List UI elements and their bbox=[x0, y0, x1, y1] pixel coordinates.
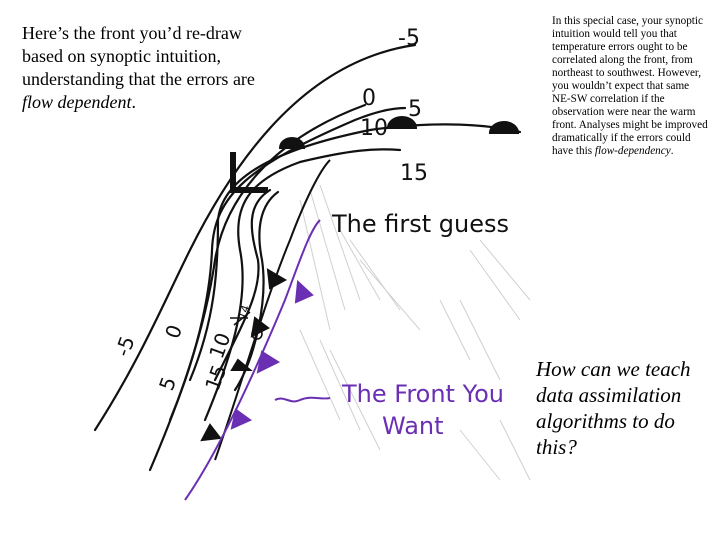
contour-10 bbox=[188, 123, 522, 382]
cold-front-triangle bbox=[230, 358, 253, 371]
contour-label: 10 bbox=[204, 330, 235, 362]
purple-triangle bbox=[230, 408, 253, 430]
contour-15b bbox=[213, 188, 272, 382]
front-you-want-label: The Front You bbox=[341, 380, 504, 408]
contour-label: 15 bbox=[200, 362, 231, 394]
purple-triangle bbox=[294, 279, 314, 304]
contour-minus5 bbox=[93, 43, 417, 432]
intro-text-main: Here’s the front you’d re-draw based on … bbox=[22, 23, 255, 89]
contour-label: 0 bbox=[362, 86, 376, 111]
contour-label: -5 bbox=[110, 333, 139, 360]
question-text: How can we teach data assimilation algor… bbox=[536, 357, 691, 459]
contour-label: -5 bbox=[398, 26, 420, 51]
contour-label: 5 bbox=[408, 97, 422, 122]
low-pressure-mark bbox=[230, 152, 268, 193]
explanation-text-emphasis: flow-dependency bbox=[594, 145, 671, 157]
first-guess-front-line bbox=[214, 159, 331, 461]
warm-front-semicircle bbox=[386, 116, 418, 129]
intro-text-end: . bbox=[131, 92, 136, 112]
explanation-text: In this special case, your synoptic intu… bbox=[552, 15, 710, 158]
contour-label: 5 bbox=[154, 374, 181, 394]
contour-label-small: 14 bbox=[236, 303, 253, 321]
intro-text-emphasis: flow dependent bbox=[22, 92, 132, 112]
contour-labels-bottom: -5 0 5 10 15 14 bbox=[110, 303, 252, 393]
purple-pointer-squiggle bbox=[274, 396, 331, 403]
contour-0 bbox=[148, 103, 367, 472]
warm-front-semicircle bbox=[488, 121, 520, 134]
first-guess-front bbox=[200, 116, 520, 461]
desired-front bbox=[184, 219, 331, 501]
contour-labels-top: -5 0 5 10 15 bbox=[360, 26, 428, 186]
explanation-text-main: In this special case, your synoptic intu… bbox=[552, 15, 708, 157]
desired-front-line bbox=[184, 219, 321, 501]
isotherm-contours bbox=[93, 43, 522, 472]
cold-front-triangle bbox=[250, 316, 270, 338]
cold-front-triangle bbox=[200, 423, 222, 442]
first-guess-label: The first guess bbox=[331, 210, 509, 238]
pencil-shading bbox=[299, 184, 531, 481]
explanation-text-end: . bbox=[670, 145, 674, 157]
purple-triangle bbox=[256, 350, 281, 374]
contour-label: 10 bbox=[360, 116, 388, 141]
contour-15c bbox=[233, 190, 280, 392]
contour-label: 15 bbox=[400, 161, 428, 186]
intro-text: Here’s the front you’d re-draw based on … bbox=[22, 22, 262, 114]
warm-front-semicircle bbox=[278, 137, 306, 149]
cold-front-triangle bbox=[266, 268, 288, 290]
front-you-want-label-2: Want bbox=[382, 412, 444, 440]
contour-label: 0 bbox=[160, 322, 187, 342]
contour-5 bbox=[168, 106, 407, 422]
